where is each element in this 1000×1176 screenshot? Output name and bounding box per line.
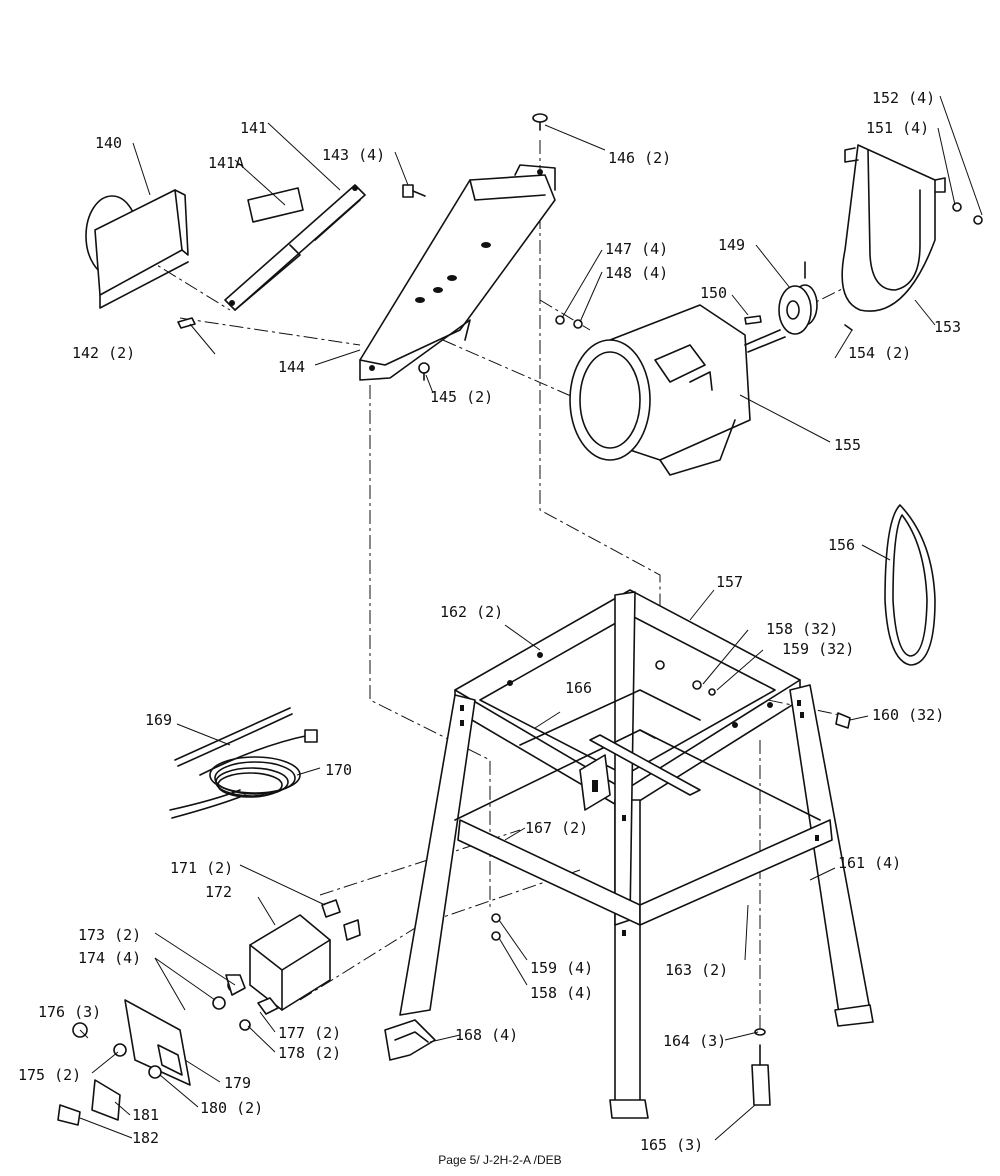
label-174: 174 (4): [78, 949, 141, 967]
label-173: 173 (2): [78, 926, 141, 944]
label-181: 181: [132, 1106, 159, 1124]
label-148: 148 (4): [605, 264, 668, 282]
label-140: 140: [95, 134, 122, 152]
label-171: 171 (2): [170, 859, 233, 877]
label-141a: 141A: [208, 154, 244, 172]
stand-assembly: [384, 589, 874, 1119]
label-156: 156: [828, 536, 855, 554]
label-160: 160 (32): [872, 706, 944, 724]
label-158-bottom: 158 (4): [530, 984, 593, 1002]
label-150: 150: [700, 284, 727, 302]
label-168: 168 (4): [455, 1026, 518, 1044]
part-155-motor: [569, 304, 786, 476]
label-161: 161 (4): [838, 854, 901, 872]
label-170: 170: [325, 761, 352, 779]
part-153-belt-guard: [841, 144, 983, 312]
leveling-feet-and-hardware: [491, 660, 851, 1106]
label-182: 182: [132, 1129, 159, 1147]
label-151: 151 (4): [866, 119, 929, 137]
label-162: 162 (2): [440, 603, 503, 621]
part-141-motor-cover: [224, 184, 366, 311]
label-143: 143 (4): [322, 146, 385, 164]
part-169-170-cords: [169, 707, 318, 819]
part-labels: 140 141 141A 142 (2) 143 (4) 144 145 (2)…: [18, 89, 961, 1154]
label-175: 175 (2): [18, 1066, 81, 1084]
label-159-top: 159 (32): [782, 640, 854, 658]
label-166: 166: [565, 679, 592, 697]
label-177: 177 (2): [278, 1024, 341, 1042]
label-146: 146 (2): [608, 149, 671, 167]
label-172: 172: [205, 883, 232, 901]
label-155: 155: [834, 436, 861, 454]
label-152: 152 (4): [872, 89, 935, 107]
label-180: 180 (2): [200, 1099, 263, 1117]
label-153: 153: [934, 318, 961, 336]
page-footer: Page 5/ J-2H-2-A /DEB: [438, 1153, 562, 1167]
label-144: 144: [278, 358, 305, 376]
leader-lines: [79, 95, 983, 1141]
label-164: 164 (3): [663, 1032, 726, 1050]
label-167: 167 (2): [525, 819, 588, 837]
label-141: 141: [240, 119, 267, 137]
label-158-top: 158 (32): [766, 620, 838, 638]
hardware-small-parts: [177, 113, 583, 381]
part-179-181-switch: [57, 974, 279, 1126]
part-172-switch-box: [249, 899, 361, 1011]
label-179: 179: [224, 1074, 251, 1092]
label-147: 147 (4): [605, 240, 668, 258]
label-154: 154 (2): [848, 344, 911, 362]
label-178: 178 (2): [278, 1044, 341, 1062]
part-156-v-belt: [884, 504, 936, 666]
label-176: 176 (3): [38, 1003, 101, 1021]
label-165: 165 (3): [640, 1136, 703, 1154]
label-142: 142 (2): [72, 344, 135, 362]
part-140-pulley-guard: [85, 189, 189, 309]
label-159-bottom: 159 (4): [530, 959, 593, 977]
label-163: 163 (2): [665, 961, 728, 979]
part-144-motor-mount: [359, 164, 556, 381]
label-169: 169: [145, 711, 172, 729]
part-149-pulley: [744, 261, 853, 335]
label-149: 149: [718, 236, 745, 254]
label-157: 157: [716, 573, 743, 591]
label-145: 145 (2): [430, 388, 493, 406]
